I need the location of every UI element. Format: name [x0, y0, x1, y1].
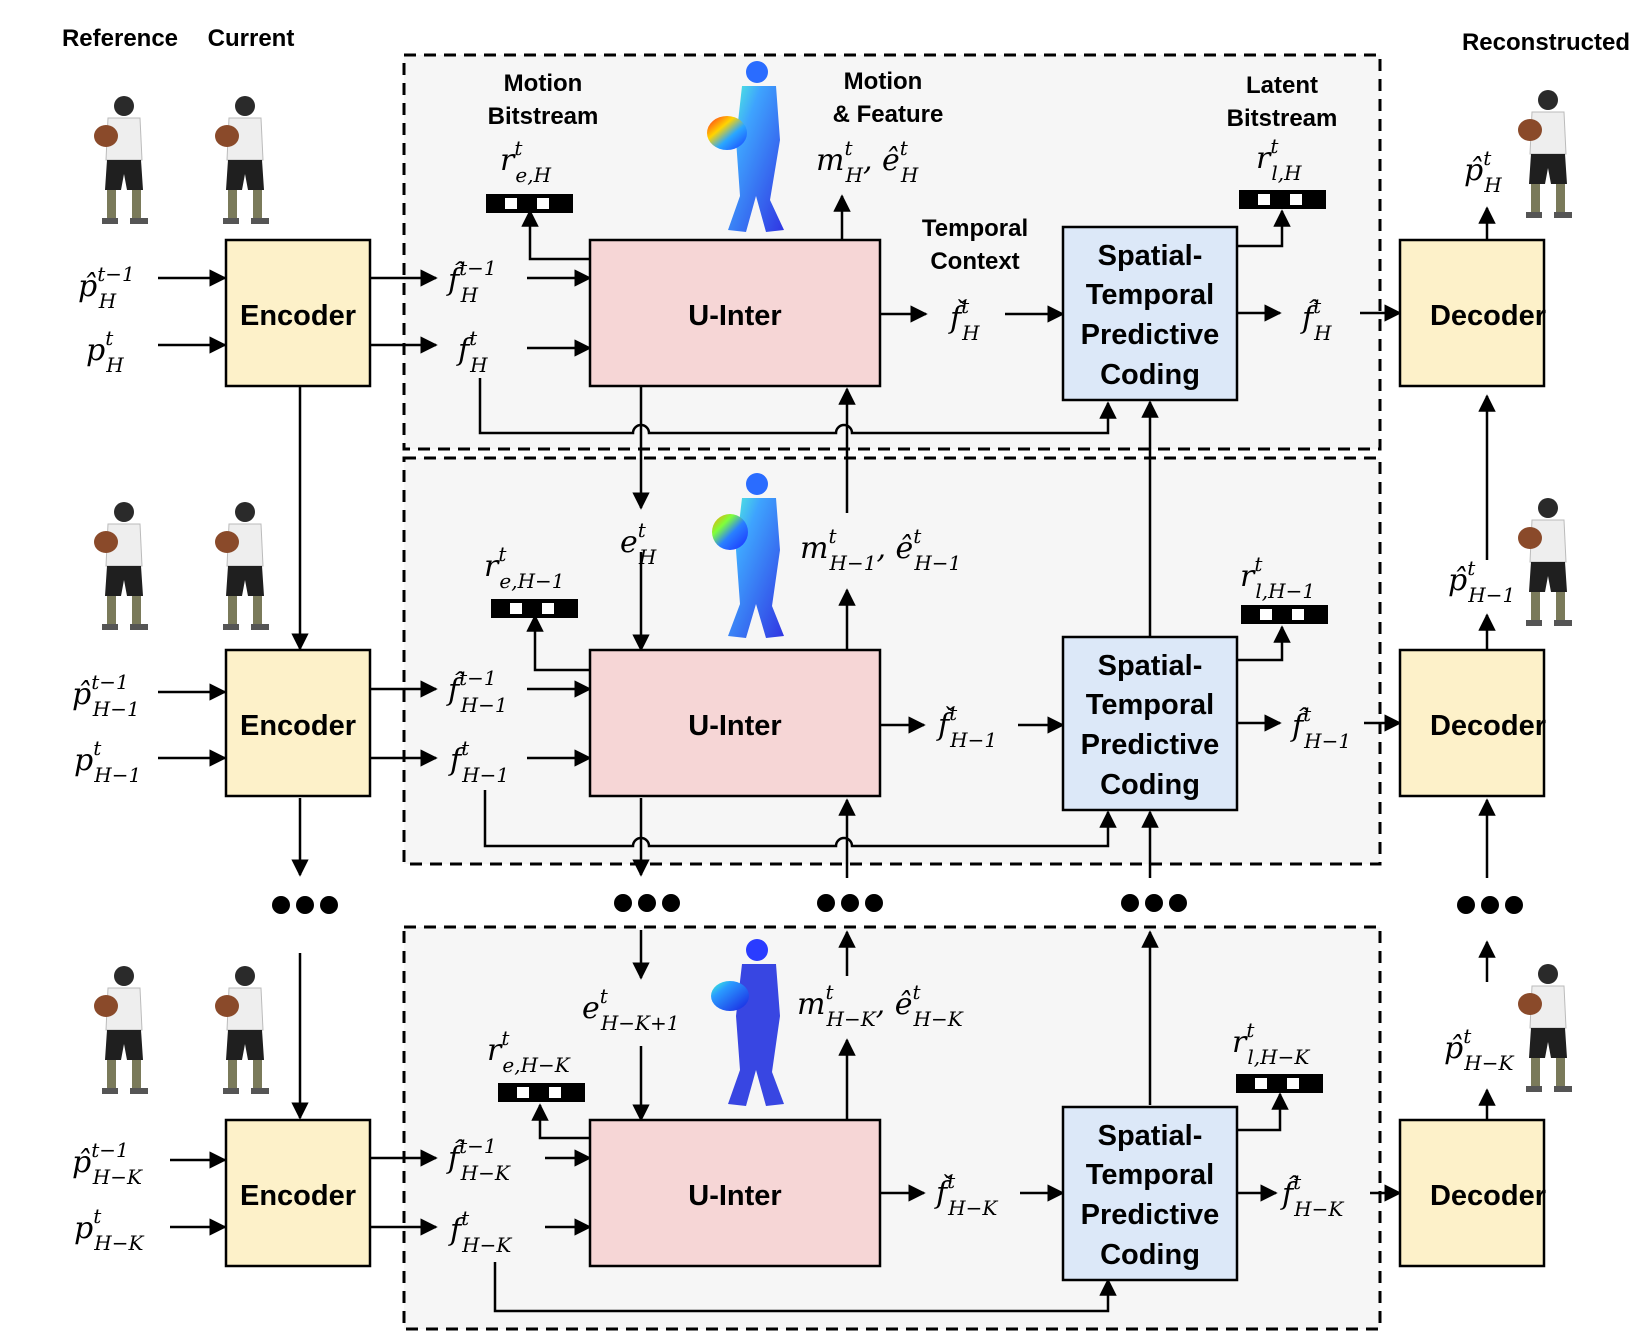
- motion-bitstream-icon-h: [486, 194, 573, 213]
- latent-bitstream-label-1: Latent: [1246, 72, 1318, 99]
- motion-bitstream-label-2: Bitstream: [488, 103, 599, 130]
- encoder-label-h-k: Encoder: [240, 1180, 356, 1212]
- reconstructed-header: Reconstructed: [1462, 29, 1630, 56]
- decoder-label-h: Decoder: [1430, 300, 1546, 332]
- reconstructed-frame-image-h: [1517, 89, 1573, 219]
- encoder-label-h: Encoder: [240, 300, 356, 332]
- stpc-label-h-1-3: Predictive: [1081, 729, 1220, 761]
- decoder-block-h-1: [1398, 648, 1546, 798]
- temporal-context-label-2: Context: [930, 248, 1019, 275]
- uinter-label-h-k: U-Inter: [688, 1180, 781, 1212]
- current-frame-image-h: [214, 95, 270, 225]
- stpc-block-h-k: [1061, 1105, 1239, 1282]
- current-frame-image-h-k: [214, 965, 270, 1095]
- latent-bitstream-icon-h-1: [1241, 605, 1328, 624]
- stpc-label-h-2: Temporal: [1086, 279, 1214, 311]
- reference-frame-image-h: [93, 95, 149, 225]
- uinter-label-h: U-Inter: [688, 300, 781, 332]
- motion-heatmap-figure-h: [707, 61, 784, 232]
- uinter-label-h-1: U-Inter: [688, 710, 781, 742]
- decoder-block-h-k: [1398, 1118, 1546, 1268]
- reference-frame-image-h-1: [93, 501, 149, 631]
- stpc-label-h-k-2: Temporal: [1086, 1159, 1214, 1191]
- stpc-label-h-k-4: Coding: [1100, 1239, 1200, 1271]
- reconstructed-frame-image-h-k: [1517, 963, 1573, 1093]
- stpc-label-h-4: Coding: [1100, 359, 1200, 391]
- decoder-label-h-k: Decoder: [1430, 1180, 1546, 1212]
- latent-bitstream-label-2: Bitstream: [1227, 105, 1338, 132]
- ellipsis-dots: [272, 894, 1523, 914]
- decoder-block-h: [1398, 238, 1546, 388]
- decoder-label-h-1: Decoder: [1430, 710, 1546, 742]
- stpc-block-h: [1061, 225, 1239, 402]
- uinter-block-h: [588, 238, 882, 388]
- uinter-block-h-1: [588, 648, 882, 798]
- stpc-label-h-1-1: Spatial-: [1098, 650, 1203, 682]
- uinter-block-h-k: [588, 1118, 882, 1268]
- motion-feature-label-2: & Feature: [833, 101, 944, 128]
- current-frame-image-h-1: [214, 501, 270, 631]
- temporal-context-label-1: Temporal: [922, 215, 1028, 242]
- motion-bitstream-icon-h-k: [498, 1083, 585, 1102]
- motion-heatmap-figure-h-k: [711, 939, 784, 1106]
- reference-header: Reference: [62, 25, 178, 52]
- reconstructed-frame-image-h-1: [1517, 497, 1573, 627]
- latent-bitstream-icon-h: [1239, 190, 1326, 209]
- stpc-label-h-k-3: Predictive: [1081, 1199, 1220, 1231]
- encoder-label-h-1: Encoder: [240, 710, 356, 742]
- encoder-block-h: [224, 238, 372, 388]
- stpc-block-h-1: [1061, 635, 1239, 812]
- encoder-block-h-1: [224, 648, 372, 798]
- connections: [158, 194, 1496, 1313]
- stpc-label-h-1: Spatial-: [1098, 240, 1203, 272]
- stpc-label-h-1-4: Coding: [1100, 769, 1200, 801]
- current-header: Current: [208, 25, 295, 52]
- stpc-label-h-3: Predictive: [1081, 319, 1220, 351]
- motion-bitstream-label-1: Motion: [504, 70, 583, 97]
- stpc-label-h-1-2: Temporal: [1086, 689, 1214, 721]
- encoder-block-h-k: [224, 1118, 372, 1268]
- reference-frame-image-h-k: [93, 965, 149, 1095]
- motion-heatmap-figure-h-1: [712, 473, 784, 638]
- stpc-label-h-k-1: Spatial-: [1098, 1120, 1203, 1152]
- motion-feature-label-1: Motion: [844, 68, 923, 95]
- motion-bitstream-icon-h-1: [491, 599, 578, 618]
- latent-bitstream-icon-h-k: [1236, 1074, 1323, 1093]
